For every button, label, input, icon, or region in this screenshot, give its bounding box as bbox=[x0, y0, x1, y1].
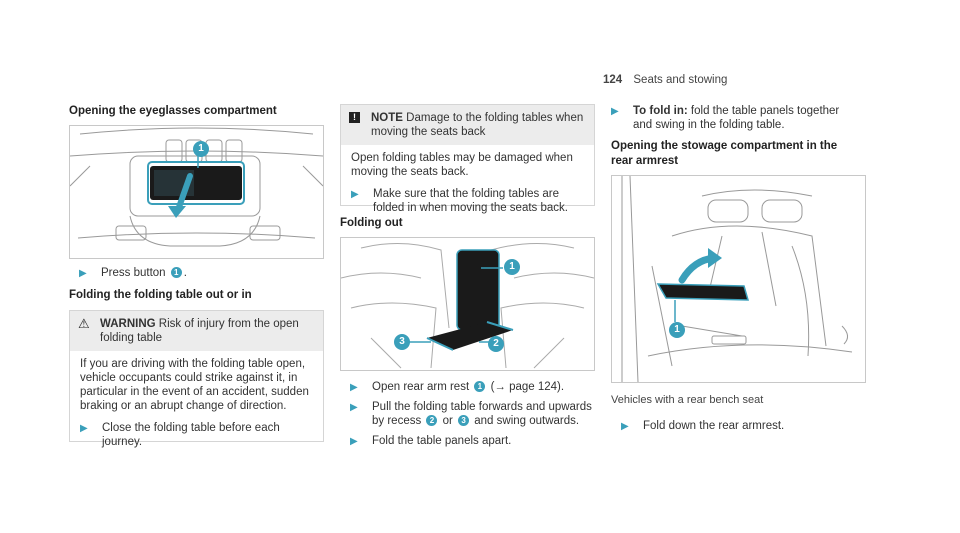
heading-eyeglasses: Opening the eyeglasses compartment bbox=[69, 105, 277, 117]
step-text: Press button bbox=[101, 267, 166, 279]
warning-body: If you are driving with the folding tabl… bbox=[70, 351, 323, 455]
figure-badge-2: 2 bbox=[488, 336, 504, 352]
step-arrow-icon: ▶ bbox=[350, 436, 358, 447]
step-arrow-icon: ▶ bbox=[350, 402, 358, 413]
warning-step: ▶ Close the folding table before each jo… bbox=[80, 422, 280, 448]
note-text: Open folding tables may be damaged when … bbox=[351, 152, 573, 178]
note-title: Damage to the folding tables when moving… bbox=[371, 112, 584, 138]
fold-in-label: To fold in: bbox=[633, 105, 688, 117]
figure-rear-armrest: 1 bbox=[611, 175, 866, 383]
heading-folding-table: Folding the folding table out or in bbox=[69, 289, 252, 301]
figure-eyeglasses-compartment: 1 bbox=[69, 125, 324, 259]
section-title: Seats and stowing bbox=[633, 74, 728, 86]
step-pull-table: ▶ Pull the folding table forwards and up… bbox=[350, 401, 592, 427]
note-body: Open folding tables may be damaged when … bbox=[341, 145, 594, 221]
note-header: ! NOTE Damage to the folding tables when… bbox=[341, 105, 594, 145]
page-header: 124 Seats and stowing bbox=[603, 74, 727, 86]
step-press-button: ▶ Press button 1. bbox=[79, 267, 187, 279]
step-arrow-icon: ▶ bbox=[351, 189, 359, 200]
figure-badge-1: 1 bbox=[193, 141, 209, 157]
step-open-armrest: ▶ Open rear arm rest 1 (→ page 124). bbox=[350, 381, 565, 393]
step-arrow-icon: ▶ bbox=[79, 268, 87, 279]
heading-stowage: Opening the stowage compartment in the r… bbox=[611, 140, 838, 167]
page-number: 124 bbox=[603, 74, 623, 86]
badge-1: 1 bbox=[474, 381, 486, 392]
note-box: ! NOTE Damage to the folding tables when… bbox=[340, 104, 595, 214]
warning-label: WARNING bbox=[100, 318, 156, 330]
step-fold-in: ▶ To fold in: fold the table panels toge… bbox=[611, 105, 840, 131]
note-icon: ! bbox=[349, 112, 360, 123]
badge-2: 2 bbox=[426, 415, 438, 426]
heading-folding-out: Folding out bbox=[340, 217, 403, 229]
step-fold-down-armrest: ▶ Fold down the rear armrest. bbox=[621, 420, 785, 432]
warning-title: Risk of injury from the open folding tab… bbox=[100, 318, 299, 344]
step-arrow-icon: ▶ bbox=[80, 423, 88, 434]
step-arrow-icon: ▶ bbox=[350, 382, 358, 393]
badge-1: 1 bbox=[170, 267, 182, 278]
step-arrow-icon: ▶ bbox=[621, 421, 629, 432]
figure-badge-1: 1 bbox=[504, 259, 520, 275]
warning-text: If you are driving with the folding tabl… bbox=[80, 358, 309, 412]
note-step: ▶ Make sure that the folding tables are … bbox=[351, 188, 568, 214]
warning-icon: ⚠ bbox=[78, 316, 90, 331]
step-arrow-icon: ▶ bbox=[611, 106, 619, 117]
step-fold-panels: ▶ Fold the table panels apart. bbox=[350, 435, 512, 447]
warning-header: ⚠ WARNING Risk of injury from the open f… bbox=[70, 311, 323, 351]
badge-3: 3 bbox=[458, 415, 470, 426]
figure-folding-out: 1 2 3 bbox=[340, 237, 595, 371]
note-label: NOTE bbox=[371, 112, 403, 124]
figure-caption: Vehicles with a rear bench seat bbox=[611, 394, 764, 406]
figure-badge-1: 1 bbox=[669, 322, 685, 338]
warning-box: ⚠ WARNING Risk of injury from the open f… bbox=[69, 310, 324, 448]
figure-badge-3: 3 bbox=[394, 334, 410, 350]
